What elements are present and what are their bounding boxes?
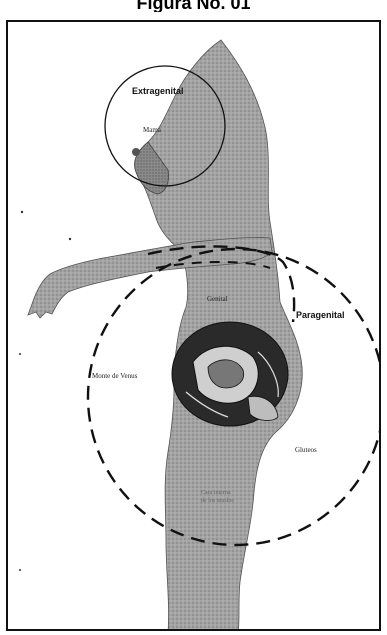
label-mama: Mama (143, 126, 161, 134)
label-inner-thigh-line1: Cara interna (201, 490, 230, 496)
body-illustration (8, 22, 381, 631)
label-monte-de-venus: Monte de Venus (92, 372, 137, 380)
pelvic-cutaway (172, 322, 288, 426)
nipple (132, 148, 140, 156)
label-inner-thigh-line2: de los muslos (201, 498, 234, 504)
label-paragenital: Paragenital (296, 310, 345, 320)
label-extragenital: Extragenital (132, 86, 184, 96)
figure-title: Figura No. 01 (0, 0, 387, 12)
label-genital: Genital (207, 295, 228, 303)
figure-frame: Extragenital Mama Genital Paragenital Mo… (6, 20, 381, 631)
label-gluteos: Gluteos (295, 446, 317, 454)
figure-header: Figura No. 01 (0, 0, 387, 12)
